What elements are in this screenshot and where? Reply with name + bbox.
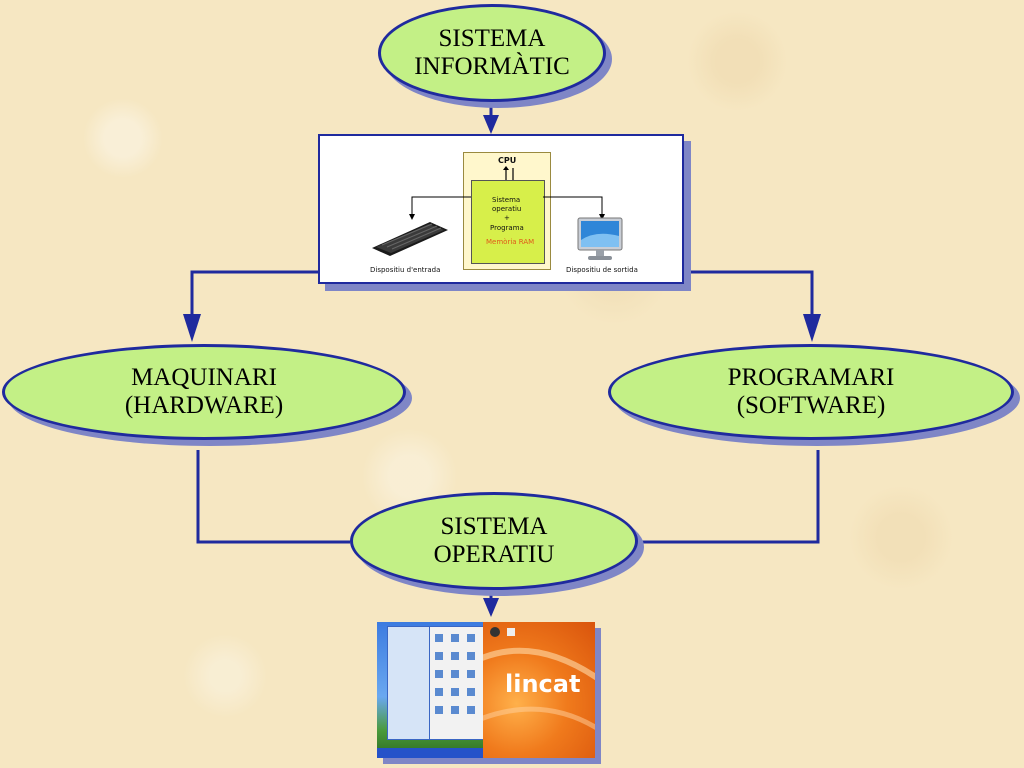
arrowhead-software: [803, 314, 821, 342]
connector-card-to-software: [690, 270, 814, 318]
connector-software-to-os: [640, 450, 820, 544]
lincat-logo-text: lincat: [505, 670, 581, 698]
ram-label: Memòria RAM: [486, 238, 535, 246]
lincat-swirl: [483, 627, 595, 731]
arrowhead-os: [483, 598, 499, 617]
arrowhead-hardware: [183, 314, 201, 342]
node-programari: PROGRAMARI (SOFTWARE): [608, 344, 1014, 440]
desktop-screenshot: lincat: [377, 622, 595, 758]
monitor-icon: [577, 217, 623, 260]
input-device-label: Dispositiu d'entrada: [370, 266, 441, 274]
computer-diagram-card: CPU Sistema operatiu + Programa Memòria …: [318, 134, 684, 284]
os-line2: operatiu: [492, 205, 522, 213]
node-maquinari-line1: MAQUINARI: [131, 364, 277, 391]
os-program-box: [471, 180, 545, 264]
xp-start-panel: [387, 626, 431, 740]
node-maquinari-line2: (HARDWARE): [124, 392, 284, 419]
node-programari-line1: PROGRAMARI: [727, 364, 895, 391]
output-device-label: Dispositiu de sortida: [566, 266, 638, 274]
node-sistema-informatic: SISTEMA INFORMÀTIC: [378, 4, 606, 102]
os-program: Programa: [490, 224, 524, 232]
node-maquinari: MAQUINARI (HARDWARE): [2, 344, 406, 440]
xp-panel-icons: [435, 634, 475, 714]
os-plus: +: [504, 214, 510, 222]
xp-taskbar: [377, 748, 483, 758]
connector-card-to-hardware: [190, 270, 318, 318]
arrowhead-top: [483, 115, 499, 134]
node-programari-line2: (SOFTWARE): [736, 392, 886, 419]
cpu-label: CPU: [498, 156, 517, 165]
lincat-desktop: [483, 622, 595, 758]
keyboard-icon: [372, 222, 448, 256]
io-connectors: [409, 196, 605, 220]
node-sistema-operatiu-line1: SISTEMA: [440, 513, 548, 540]
os-line1: Sistema: [492, 196, 521, 204]
node-sistema-informatic-line1: SISTEMA: [438, 25, 546, 52]
node-sistema-informatic-line2: INFORMÀTIC: [414, 53, 570, 80]
connector-hardware-to-os: [196, 450, 350, 544]
node-sistema-operatiu-line2: OPERATIU: [433, 541, 555, 568]
node-sistema-operatiu: SISTEMA OPERATIU: [350, 492, 638, 590]
